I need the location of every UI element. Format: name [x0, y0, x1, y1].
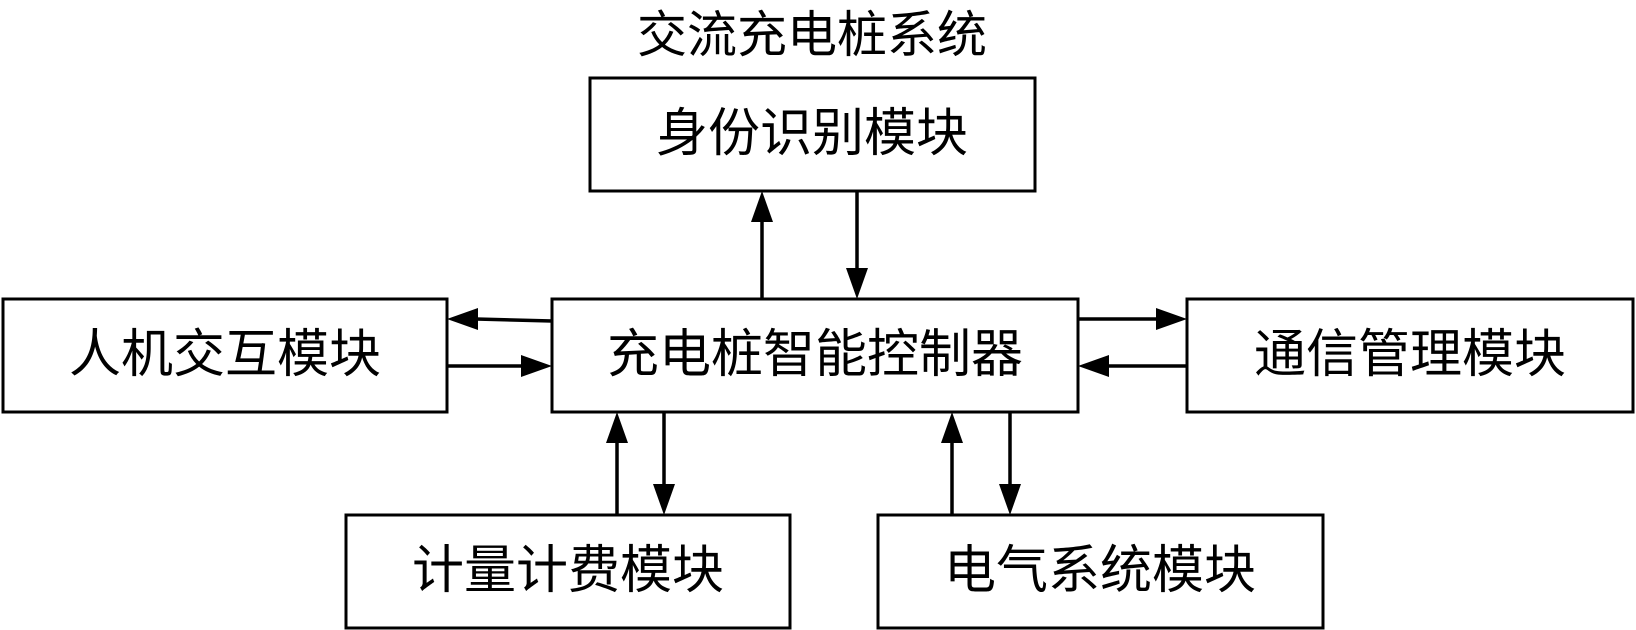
edge-electrical-to-controller — [941, 412, 963, 515]
node-electrical: 电气系统模块 — [876, 513, 1325, 630]
edge-controller-to-hmi — [447, 308, 553, 330]
node-controller-label: 充电桩智能控制器 — [607, 325, 1023, 385]
edge-hmi-to-controller — [447, 355, 552, 377]
node-metering: 计量计费模块 — [344, 513, 792, 630]
node-identity-label: 身份识别模块 — [656, 104, 968, 164]
edge-controller-to-metering — [653, 412, 675, 515]
edge-identity-to-controller — [846, 191, 868, 299]
node-comm: 通信管理模块 — [1185, 297, 1635, 414]
edge-controller-to-electrical — [999, 412, 1021, 515]
edge-controller-to-identity — [751, 191, 773, 299]
diagram-title: 交流充电桩系统 — [637, 6, 987, 64]
node-controller: 充电桩智能控制器 — [550, 297, 1080, 414]
node-metering-label: 计量计费模块 — [412, 541, 724, 601]
node-identity: 身份识别模块 — [588, 76, 1037, 193]
edge-comm-to-controller — [1078, 355, 1187, 377]
node-electrical-label: 电气系统模块 — [944, 541, 1256, 601]
edge-metering-to-controller — [606, 412, 628, 515]
edge-controller-to-comm — [1078, 308, 1187, 330]
node-comm-label: 通信管理模块 — [1254, 325, 1566, 385]
node-hmi-label: 人机交互模块 — [69, 325, 381, 385]
node-hmi: 人机交互模块 — [1, 297, 449, 414]
